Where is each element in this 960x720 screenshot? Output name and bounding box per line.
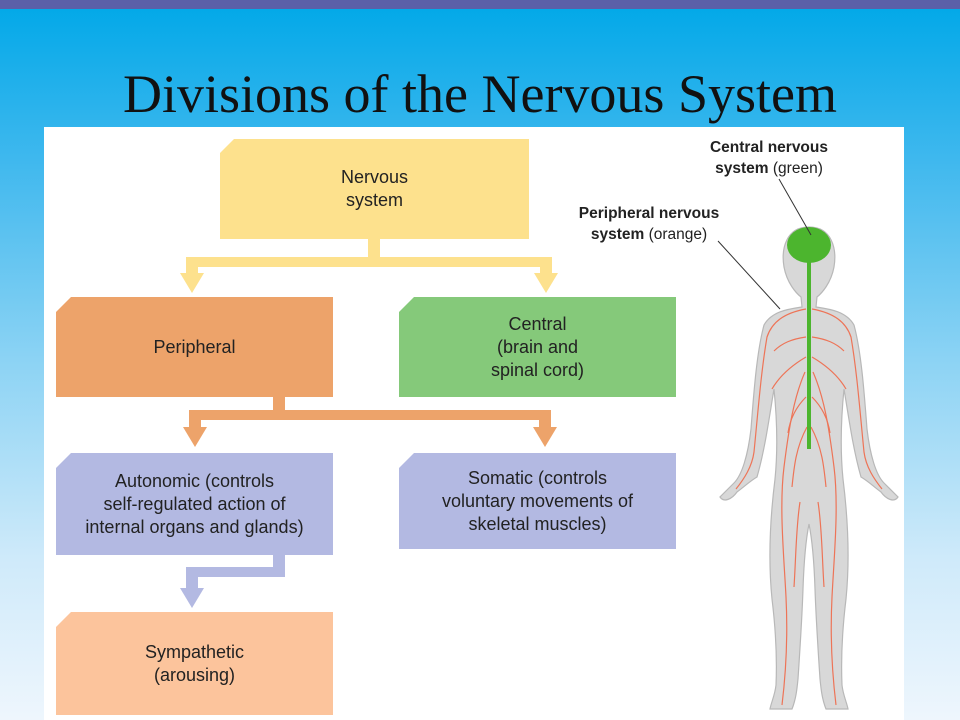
peripheral-label: Peripheral [153, 336, 236, 357]
somatic-box [399, 453, 676, 549]
central-box [399, 297, 676, 397]
top-band [0, 0, 960, 9]
pns-callout: Peripheral nervous system (orange) [578, 205, 720, 243]
nervous-split-arrows [180, 239, 558, 293]
peripheral-split-arrows [183, 397, 557, 447]
brain [787, 227, 831, 263]
sympathetic-box [56, 612, 333, 715]
human-body-illustration [717, 178, 899, 710]
cns-callout: Central nervous system (green) [709, 139, 828, 177]
pns-leader-line [717, 240, 781, 310]
slide-title: Divisions of the Nervous System [123, 64, 837, 124]
diagram-graphics [56, 139, 899, 715]
autonomic-arrow [180, 555, 285, 608]
cns-leader-line [778, 178, 812, 236]
sympathetic-label: Sympathetic(arousing) [144, 641, 245, 685]
nervous-system-box [220, 139, 529, 239]
peripheral-box [56, 297, 333, 397]
body-silhouette [719, 226, 899, 710]
peripheral-nerves [735, 308, 883, 706]
autonomic-box [56, 453, 333, 555]
